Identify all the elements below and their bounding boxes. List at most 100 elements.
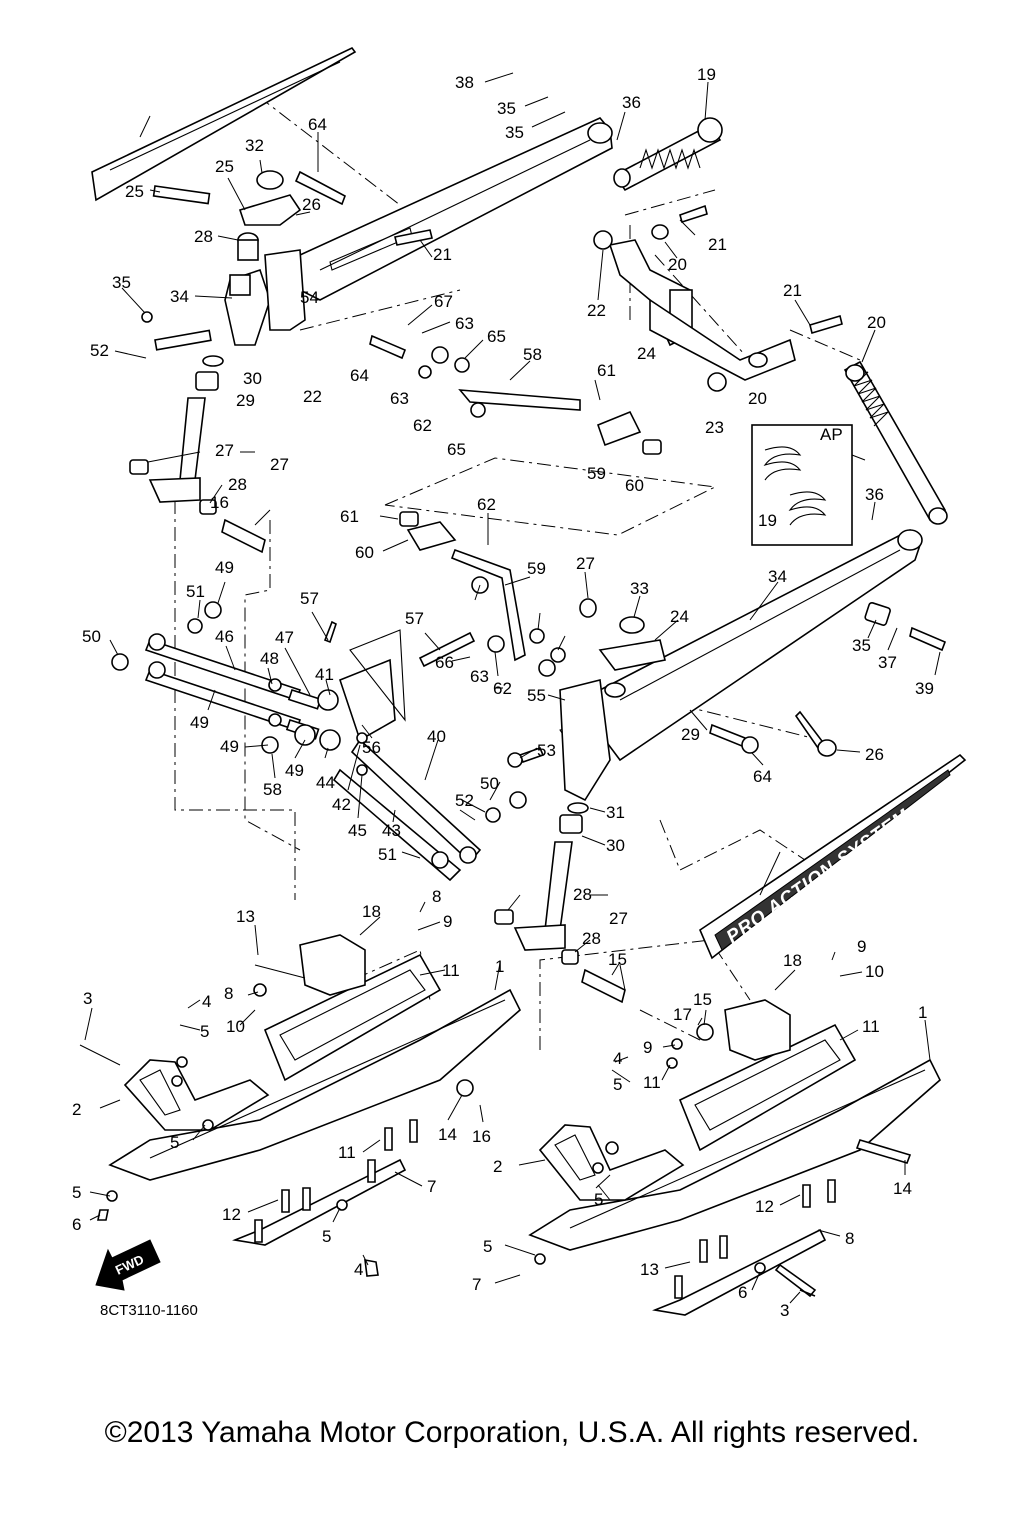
callout: 6 bbox=[72, 1215, 81, 1234]
callout: 25 bbox=[215, 157, 234, 176]
callout: 24 bbox=[637, 344, 656, 363]
callout: 11 bbox=[862, 1017, 880, 1036]
callout: 5 bbox=[322, 1227, 331, 1246]
callout: 14 bbox=[893, 1179, 912, 1198]
callout: 30 bbox=[243, 369, 262, 388]
callout: 11 bbox=[338, 1143, 356, 1162]
callout: 22 bbox=[587, 301, 606, 320]
callout: 11 bbox=[643, 1073, 661, 1092]
leader-lines bbox=[84, 72, 941, 1304]
callout: 4 bbox=[202, 992, 211, 1011]
callout: 40 bbox=[427, 727, 446, 746]
wear-bar-studs bbox=[254, 1119, 836, 1299]
callout: 49 bbox=[215, 558, 234, 577]
callout: 49 bbox=[220, 737, 239, 756]
callout: 18 bbox=[783, 951, 802, 970]
callout: 65 bbox=[447, 440, 466, 459]
callout: 2 bbox=[493, 1157, 502, 1176]
callout: 29 bbox=[681, 725, 700, 744]
callout: 53 bbox=[537, 741, 556, 760]
callout: 21 bbox=[708, 235, 727, 254]
callout: 51 bbox=[378, 845, 397, 864]
callout: 58 bbox=[263, 780, 282, 799]
callout: 54 bbox=[300, 288, 319, 307]
callout: 49 bbox=[190, 713, 209, 732]
callout: 6 bbox=[738, 1283, 747, 1302]
callout: 19 bbox=[758, 511, 777, 530]
callout: 27 bbox=[270, 455, 289, 474]
copyright-notice: ©2013 Yamaha Motor Corporation, U.S.A. A… bbox=[104, 1416, 920, 1449]
callout: 48 bbox=[260, 649, 279, 668]
callout: 12 bbox=[755, 1197, 774, 1216]
ski-left bbox=[79, 934, 521, 1277]
callout: 50 bbox=[480, 774, 499, 793]
decal-67 bbox=[91, 46, 357, 202]
callout-labels: 1 1 2 2 3 3 4 4 4 5 5 5 5 5 5 5 6 6 7 7 … bbox=[72, 65, 934, 1320]
ap-spring-box: AP bbox=[751, 424, 866, 546]
callout: 62 bbox=[477, 495, 496, 514]
callout: 64 bbox=[308, 115, 327, 134]
callout: 5 bbox=[613, 1075, 622, 1094]
callout: 37 bbox=[878, 653, 897, 672]
callout: 60 bbox=[355, 543, 374, 562]
callout: 10 bbox=[226, 1017, 245, 1036]
spindle-right bbox=[494, 814, 626, 1004]
callout: 63 bbox=[470, 667, 489, 686]
callout: 34 bbox=[768, 567, 787, 586]
callout: 66 bbox=[435, 653, 454, 672]
callout: 5 bbox=[483, 1237, 492, 1256]
parts-diagram: AP bbox=[72, 46, 967, 1320]
tie-rod-assembly bbox=[399, 346, 662, 677]
callout: 56 bbox=[362, 738, 381, 757]
callout: 9 bbox=[643, 1038, 652, 1057]
callout: 32 bbox=[245, 136, 264, 155]
callout: 63 bbox=[390, 389, 409, 408]
link-bars bbox=[111, 601, 527, 882]
callout: 9 bbox=[443, 912, 452, 931]
callout: 19 bbox=[697, 65, 716, 84]
callout: 8 bbox=[432, 887, 441, 906]
callout: 23 bbox=[705, 418, 724, 437]
callout: 20 bbox=[748, 389, 767, 408]
callout: 64 bbox=[350, 366, 369, 385]
callout: 5 bbox=[200, 1022, 209, 1041]
callout: 26 bbox=[865, 745, 884, 764]
callout: 9 bbox=[857, 937, 866, 956]
callout: 17 bbox=[673, 1005, 692, 1024]
callout: 20 bbox=[867, 313, 886, 332]
callout: 5 bbox=[594, 1190, 603, 1209]
callout: 24 bbox=[670, 607, 689, 626]
callout: 7 bbox=[472, 1275, 481, 1294]
callout: 5 bbox=[170, 1133, 179, 1152]
callout: 57 bbox=[405, 609, 424, 628]
callout: 45 bbox=[348, 821, 367, 840]
callout: 4 bbox=[354, 1260, 363, 1279]
callout: 51 bbox=[186, 582, 205, 601]
callout: 2 bbox=[72, 1100, 81, 1119]
callout: 8 bbox=[224, 984, 233, 1003]
callout: 27 bbox=[576, 554, 595, 573]
callout: 52 bbox=[455, 791, 474, 810]
callout: 62 bbox=[493, 679, 512, 698]
callout: 35 bbox=[852, 636, 871, 655]
callout: 60 bbox=[625, 476, 644, 495]
callout: 61 bbox=[340, 507, 359, 526]
callout: 36 bbox=[622, 93, 641, 112]
shock-absorber-right bbox=[843, 360, 948, 525]
callout: 46 bbox=[215, 627, 234, 646]
callout: 62 bbox=[413, 416, 432, 435]
callout: 43 bbox=[382, 821, 401, 840]
callout: 47 bbox=[275, 628, 294, 647]
callout: 61 bbox=[597, 361, 616, 380]
callout: 20 bbox=[668, 255, 687, 274]
callout: 22 bbox=[303, 387, 322, 406]
callout: 16 bbox=[210, 493, 229, 512]
callout: 34 bbox=[170, 287, 189, 306]
callout: 65 bbox=[487, 327, 506, 346]
callout: 41 bbox=[315, 665, 334, 684]
callout: 1 bbox=[495, 957, 504, 976]
callout: 27 bbox=[609, 909, 628, 928]
callout: 28 bbox=[573, 885, 592, 904]
callout: 42 bbox=[332, 795, 351, 814]
callout: 11 bbox=[442, 961, 460, 980]
